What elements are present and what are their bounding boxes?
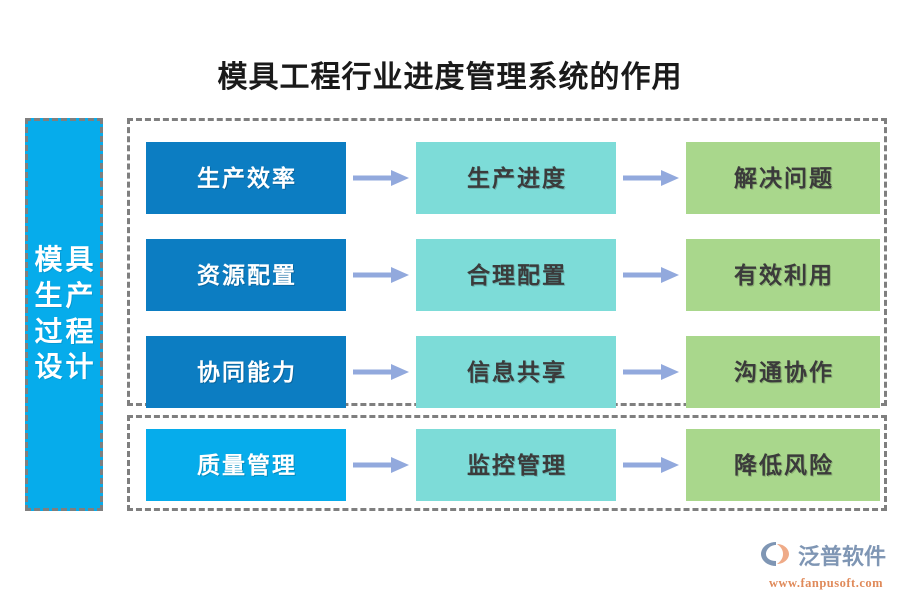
arrow-right-icon xyxy=(346,142,416,214)
flow-box-label: 信息共享 xyxy=(467,359,567,385)
flow-diagram: 模具 生产 过程 设计 生产效率 生产进度 解决问题 xyxy=(0,110,900,520)
arrow-right-icon xyxy=(616,142,686,214)
fanpu-swoosh-icon xyxy=(760,540,794,573)
flow-box-stage-c[interactable]: 有效利用 xyxy=(686,239,880,311)
group-container-top: 生产效率 生产进度 解决问题 资源配置 xyxy=(127,118,887,408)
flow-box-stage-b[interactable]: 生产进度 xyxy=(416,142,616,214)
left-panel-line: 设计 xyxy=(34,352,97,384)
flow-box-stage-b[interactable]: 信息共享 xyxy=(416,336,616,408)
flow-box-label: 有效利用 xyxy=(734,262,834,288)
flow-box-stage-a[interactable]: 协同能力 xyxy=(146,336,346,408)
brand-logo: 泛普软件 www.fanpusoft.com xyxy=(760,540,892,590)
arrow-right-icon xyxy=(346,336,416,408)
flow-box-label: 生产进度 xyxy=(467,165,567,191)
flow-box-label: 合理配置 xyxy=(467,262,567,288)
flow-box-stage-c[interactable]: 降低风险 xyxy=(686,429,880,501)
arrow-right-icon xyxy=(346,239,416,311)
flow-box-stage-b[interactable]: 合理配置 xyxy=(416,239,616,311)
flow-row: 质量管理 监控管理 降低风险 xyxy=(130,429,884,501)
flow-box-label: 降低风险 xyxy=(734,452,834,478)
arrow-right-icon xyxy=(616,429,686,501)
flow-box-label: 监控管理 xyxy=(467,452,567,478)
page-title: 模具工程行业进度管理系统的作用 xyxy=(217,61,683,94)
flow-box-label: 生产效率 xyxy=(197,165,297,191)
arrow-right-icon xyxy=(616,336,686,408)
flow-box-stage-a[interactable]: 资源配置 xyxy=(146,239,346,311)
logo-wordmark: 泛普软件 xyxy=(798,543,887,569)
flow-row: 资源配置 合理配置 有效利用 xyxy=(130,239,884,311)
flow-box-stage-a[interactable]: 生产效率 xyxy=(146,142,346,214)
flow-row: 生产效率 生产进度 解决问题 xyxy=(130,142,884,214)
left-panel-line: 过程 xyxy=(34,316,97,348)
flow-box-stage-b[interactable]: 监控管理 xyxy=(416,429,616,501)
flow-box-label: 沟通协作 xyxy=(734,359,834,385)
arrow-right-icon xyxy=(346,429,416,501)
flow-box-label: 质量管理 xyxy=(197,452,297,478)
flow-row: 协同能力 信息共享 沟通协作 xyxy=(130,336,884,408)
flow-box-stage-c[interactable]: 沟通协作 xyxy=(686,336,880,408)
flow-box-label: 资源配置 xyxy=(197,262,297,288)
flow-box-stage-c[interactable]: 解决问题 xyxy=(686,142,880,214)
left-category-panel: 模具 生产 过程 设计 xyxy=(25,118,103,511)
arrow-right-icon xyxy=(616,239,686,311)
logo-row: 泛普软件 xyxy=(760,540,892,573)
flow-box-label: 协同能力 xyxy=(197,359,297,385)
flow-box-label: 解决问题 xyxy=(734,165,834,191)
left-panel-line: 生产 xyxy=(34,280,97,312)
flow-box-stage-a[interactable]: 质量管理 xyxy=(146,429,346,501)
logo-url: www.fanpusoft.com xyxy=(768,576,884,590)
left-panel-line: 模具 xyxy=(34,244,97,276)
group-container-bottom: 质量管理 监控管理 降低风险 xyxy=(127,415,887,511)
